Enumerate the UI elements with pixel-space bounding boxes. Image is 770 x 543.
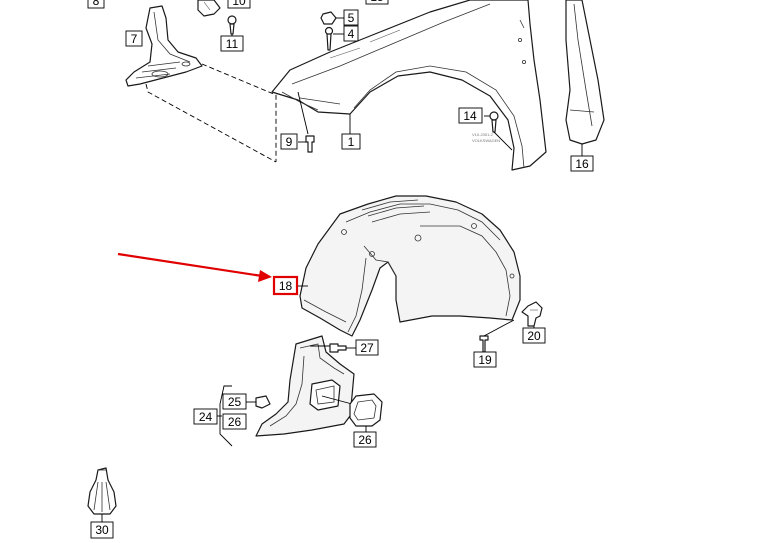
svg-text:16: 16 (575, 157, 589, 171)
callout-7[interactable]: 7 (125, 30, 143, 47)
callout-27[interactable]: 27 (355, 339, 379, 356)
callout-8[interactable]: 8 (87, 0, 105, 9)
fender-part-1: V10-2301-2 VOLKSWAGEN (271, 0, 547, 171)
knob-part-30 (87, 467, 117, 522)
callout-18-highlighted[interactable]: 18 (272, 275, 299, 296)
callout-25[interactable]: 25 (222, 393, 247, 410)
callout-30[interactable]: 30 (90, 521, 114, 539)
svg-text:9: 9 (286, 135, 293, 149)
svg-text:5: 5 (348, 11, 355, 25)
svg-text:26: 26 (228, 415, 242, 429)
svg-text:19: 19 (478, 353, 492, 367)
highlight-arrow (117, 252, 272, 282)
wheel-housing-liner-part-18 (297, 195, 521, 337)
callout-26-right[interactable]: 26 (353, 431, 377, 448)
callout-19[interactable]: 19 (473, 351, 497, 368)
callout-20[interactable]: 20 (522, 327, 546, 344)
svg-text:26: 26 (358, 433, 372, 447)
svg-text:4: 4 (348, 27, 355, 41)
svg-text:7: 7 (131, 32, 138, 46)
svg-text:1: 1 (348, 135, 355, 149)
bracket-part-10 (197, 0, 221, 17)
clip-part-20 (521, 301, 543, 328)
bolt-part-14 (484, 111, 513, 151)
callout-26-left[interactable]: 26 (222, 413, 247, 430)
callout-10[interactable]: 10 (227, 0, 251, 9)
svg-text:20: 20 (527, 329, 541, 343)
bolt-part-4 (324, 26, 344, 51)
callout-1[interactable]: 1 (341, 133, 361, 150)
svg-text:27: 27 (360, 341, 374, 355)
bolt-part-11 (227, 15, 237, 38)
callout-11[interactable]: 11 (220, 35, 244, 52)
callout-15[interactable]: 15 (365, 0, 389, 5)
svg-text:VOLKSWAGEN: VOLKSWAGEN (472, 138, 500, 143)
svg-text:18: 18 (279, 279, 293, 293)
callout-9[interactable]: 9 (280, 133, 298, 150)
svg-text:8: 8 (93, 0, 100, 8)
nut-part-5 (320, 11, 344, 25)
callout-4[interactable]: 4 (343, 25, 359, 42)
side-trim-part-16 (565, 0, 605, 156)
clip-part-25 (246, 395, 271, 409)
svg-text:24: 24 (199, 410, 213, 424)
callout-24[interactable]: 24 (193, 408, 218, 425)
svg-text:30: 30 (95, 523, 109, 537)
callout-16[interactable]: 16 (570, 155, 594, 172)
svg-text:14: 14 (463, 109, 477, 123)
svg-text:25: 25 (228, 395, 242, 409)
callout-14[interactable]: 14 (458, 107, 483, 124)
bolt-part-27 (329, 343, 356, 353)
svg-text:15: 15 (370, 0, 384, 4)
cover-part-26 (349, 393, 383, 432)
bracket-part-7 (125, 5, 277, 163)
callout-5[interactable]: 5 (343, 9, 359, 26)
bolt-part-9 (297, 91, 315, 153)
svg-text:10: 10 (232, 0, 246, 8)
bolt-part-19 (479, 319, 515, 353)
svg-text:11: 11 (226, 37, 239, 51)
svg-text:V10-2301-2: V10-2301-2 (472, 132, 494, 137)
group-bracket-24 (217, 385, 233, 447)
splash-guard-part-24 (255, 335, 355, 437)
